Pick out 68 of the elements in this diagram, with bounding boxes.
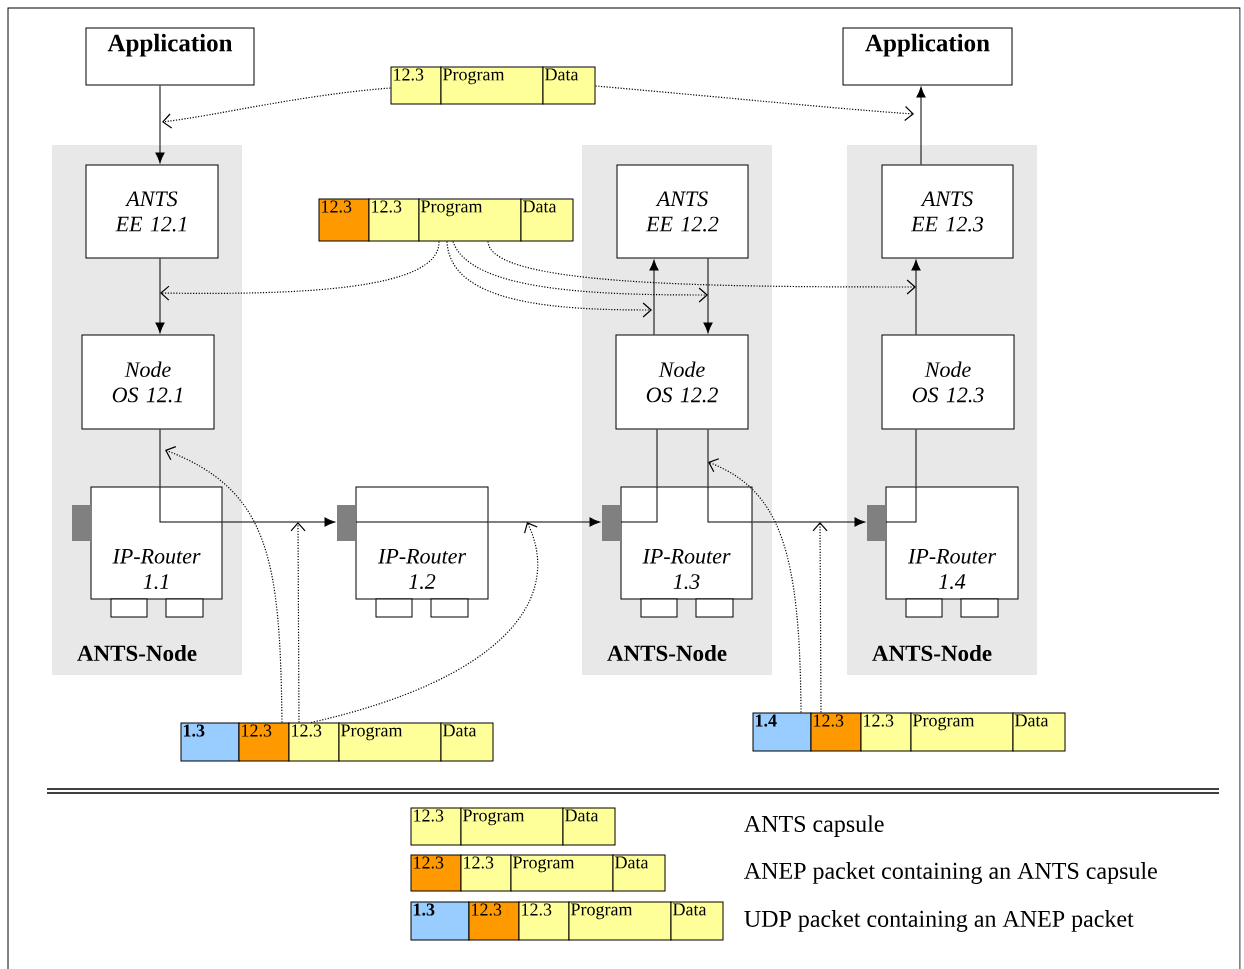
node-label: Data	[545, 68, 579, 81]
node-label: 12.3	[522, 903, 552, 916]
node-label: 12.3	[242, 724, 272, 737]
arrow	[703, 258, 713, 334]
node-label: Data	[673, 903, 707, 916]
arrow	[222, 517, 336, 527]
dotted-arrow	[812, 522, 828, 714]
node-label: 12.3	[394, 68, 424, 81]
dotted-arrow	[162, 87, 392, 129]
dotted-arrow	[310, 522, 539, 724]
legend-text: ANEP packet containing an ANTS capsule	[744, 862, 1157, 884]
arrow	[916, 86, 926, 165]
connector-line	[915, 429, 917, 487]
packet-drawing: 1.3 12.3 12.3 Program Data	[410, 901, 724, 941]
dotted-arrow	[290, 522, 306, 724]
dotted-arrow	[446, 240, 652, 318]
packet-drawing: 12.3 12.3 Program Data	[410, 854, 666, 892]
packet-drawing: 1.4 12.3 12.3 Program Data	[752, 712, 1066, 752]
node-label: 12.3	[814, 714, 844, 727]
node-label: Data	[523, 200, 557, 213]
dotted-arrow	[487, 240, 916, 295]
arrow	[752, 517, 866, 527]
node-label: 12.3	[414, 856, 444, 869]
node-label: 12.3	[372, 200, 402, 213]
packet-drawing: 1.3 12.3 12.3 Program Data	[180, 722, 494, 762]
node-label: 1.4	[755, 714, 777, 727]
node-label: Data	[565, 809, 599, 822]
arrow	[488, 517, 601, 527]
packet-drawing: 12.3 Program Data	[390, 66, 596, 105]
dotted-arrow	[165, 446, 283, 724]
connector-line	[707, 429, 709, 487]
node-label: 12.3	[464, 856, 494, 869]
dotted-arrow	[160, 240, 440, 301]
node-label: Data	[1015, 714, 1049, 727]
software-box: ANTS EE 12.3	[881, 164, 1014, 259]
dotted-arrow	[452, 240, 708, 303]
node-label: 12.3	[292, 724, 322, 737]
legend-text: ANTS capsule	[744, 815, 884, 837]
arrow	[155, 258, 165, 334]
software-box: Node OS 12.3	[881, 334, 1015, 430]
arrow	[155, 85, 165, 164]
dotted-arrow	[594, 85, 914, 122]
connector-line	[656, 429, 658, 487]
packet-drawing: 12.3 12.3 Program Data	[318, 198, 574, 242]
router-drawing: IP-Router 1.2	[337, 486, 489, 618]
node-label: 12.3	[322, 200, 352, 213]
arrow	[911, 259, 921, 335]
node-label: 1.3	[413, 903, 435, 916]
software-box: ANTS EE 12.2	[616, 164, 749, 259]
arrow	[649, 259, 659, 335]
packet-drawing: 12.3 Program Data	[410, 807, 616, 846]
connector-line	[159, 429, 161, 487]
node-label: Data	[443, 724, 477, 737]
software-box: Node OS 12.1	[81, 334, 215, 430]
dotted-arrow	[708, 458, 802, 714]
software-box: Node OS 12.2	[615, 334, 749, 430]
node-label: 1.3	[183, 724, 205, 737]
router-drawing: IP-Router 1.4	[867, 486, 1019, 618]
node-label: 12.3	[472, 903, 502, 916]
software-box: ANTS EE 12.1	[85, 164, 219, 259]
application-box: Application	[842, 27, 1013, 86]
router-drawing: IP-Router 1.3	[602, 486, 753, 618]
node-label: 12.3	[864, 714, 894, 727]
router-drawing: IP-Router 1.1	[72, 486, 223, 618]
application-box: Application	[85, 27, 255, 86]
node-label: Data	[615, 856, 649, 869]
node-label: 12.3	[414, 809, 444, 822]
legend-text: UDP packet containing an ANEP packet	[744, 910, 1134, 932]
